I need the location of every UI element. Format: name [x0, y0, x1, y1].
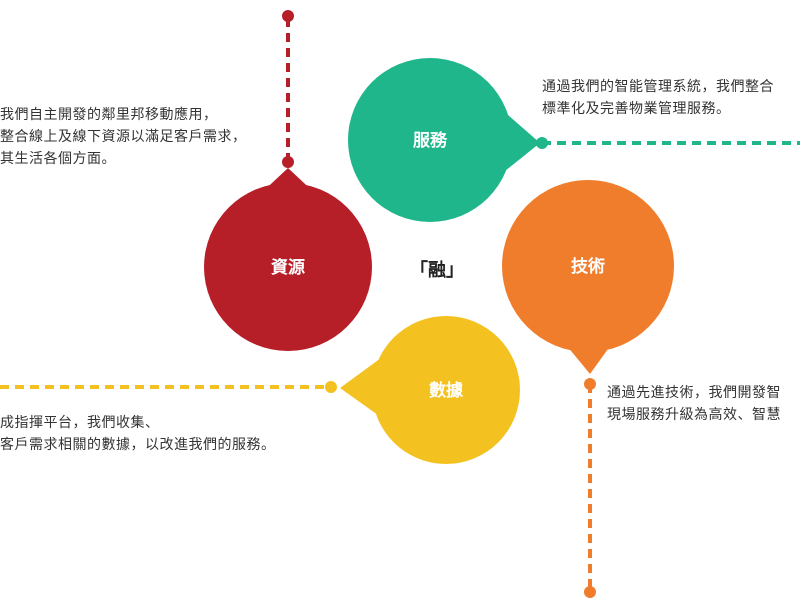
label-service: 服務: [413, 130, 448, 151]
description-line: 整合線上及線下資源以滿足客戶需求，: [0, 129, 247, 145]
dot-resources-top: [282, 10, 294, 22]
description-service: 通過我們的智能管理系統，我們整合 標準化及完善物業管理服務。: [542, 76, 774, 120]
center-label: 「融」: [410, 259, 464, 281]
description-line: 客戶需求相關的數據，以改進我們的服務。: [0, 437, 276, 453]
description-resources: 我們自主開發的鄰里邦移動應用， 整合線上及線下資源以滿足客戶需求， 其生活各個方…: [0, 104, 247, 170]
label-data: 數據: [429, 380, 464, 401]
description-line: 成指揮平台，我們收集、: [0, 415, 160, 431]
bubble-technology: [502, 180, 674, 352]
node-technology: 技術: [502, 180, 674, 374]
description-line: 我們自主開發的鄰里邦移動應用，: [0, 107, 218, 123]
dot-technology-bottom: [584, 586, 596, 598]
dot-technology-top: [584, 378, 596, 390]
description-data: 成指揮平台，我們收集、 客戶需求相關的數據，以改進我們的服務。: [0, 412, 276, 456]
label-resources: 資源: [271, 257, 305, 278]
node-resources: 資源: [204, 168, 372, 351]
description-line: 通過先進技術，我們開發智: [607, 385, 781, 401]
description-line: 標準化及完善物業管理服務。: [542, 101, 731, 117]
dot-data: [325, 381, 337, 393]
description-technology: 通過先進技術，我們開發智 現場服務升級為高效、智慧: [607, 382, 781, 426]
description-line: 現場服務升級為高效、智慧: [607, 407, 781, 423]
node-data: 數據: [340, 316, 520, 464]
node-service: 服務: [348, 58, 540, 222]
label-technology: 技術: [571, 256, 605, 277]
dot-resources-bottom: [282, 156, 294, 168]
description-line: 其生活各個方面。: [0, 151, 116, 167]
bubble-resources: [204, 183, 372, 351]
bubble-data: [372, 316, 520, 464]
description-line: 通過我們的智能管理系統，我們整合: [542, 79, 774, 95]
dot-service: [536, 137, 548, 149]
bubble-service: [348, 58, 512, 222]
